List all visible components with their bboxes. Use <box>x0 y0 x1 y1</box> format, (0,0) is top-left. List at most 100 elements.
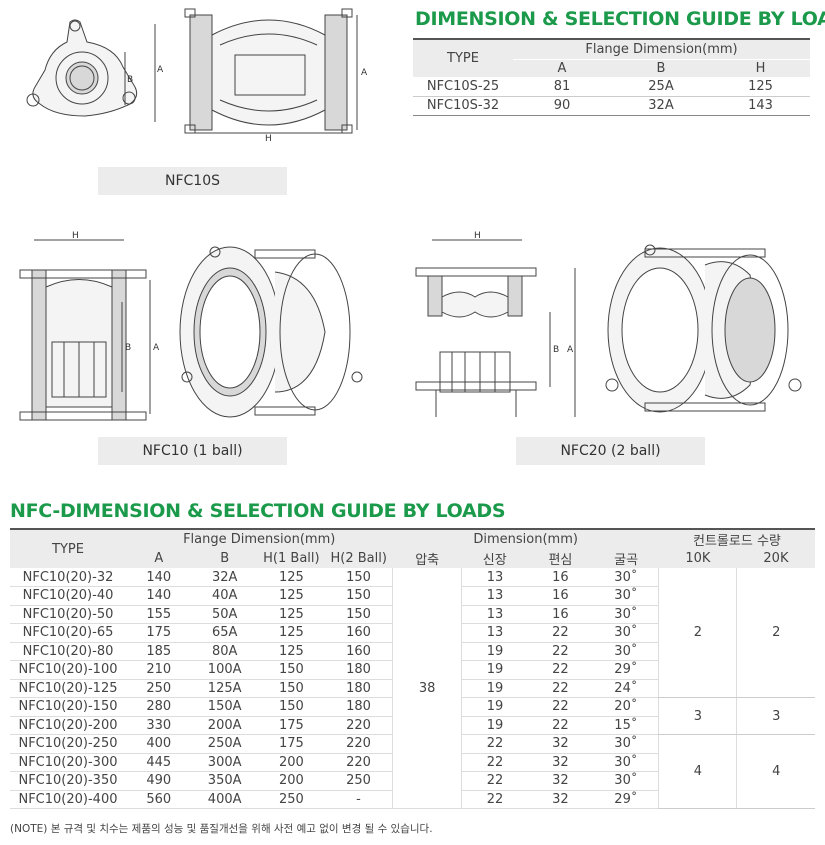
cell-extend: 19 <box>486 717 504 733</box>
cell-h1: 125 <box>278 569 304 585</box>
header-compress: 압축 <box>392 549 462 568</box>
cell-a: 400 <box>146 736 172 752</box>
cell-type: NFC10(20)-100 <box>18 662 118 678</box>
cell-h2: 150 <box>346 569 371 585</box>
cell-b: 25A <box>648 78 674 94</box>
cell-b: 400A <box>207 791 242 807</box>
cell-h2: 150 <box>346 606 371 622</box>
nfc10s-caption: NFC10S <box>98 167 287 195</box>
cell-extend: 13 <box>486 606 504 622</box>
cell-h1: 150 <box>278 699 304 715</box>
cell-type: NFC10(20)-300 <box>18 754 118 770</box>
top-header-b: B <box>611 58 711 77</box>
cell-a: 185 <box>146 643 172 659</box>
cell-extend: 13 <box>486 625 504 641</box>
cell-h1: 125 <box>278 588 304 604</box>
cell-control-k20: 2 <box>736 568 815 698</box>
cell-h2: 220 <box>346 736 371 752</box>
top-header-a: A <box>513 58 611 77</box>
header-h2: H(2 Ball) <box>325 549 393 568</box>
top-header-flange: Flange Dimension(mm) <box>513 39 810 59</box>
cell-bend: 30˚ <box>614 625 638 641</box>
nfc20-side-drawing: H B A <box>415 231 576 417</box>
table-row: NFC10S-32 90 32A 143 <box>413 96 810 115</box>
nfc20-caption: NFC20 (2 ball) <box>516 437 705 465</box>
cell-bend: 20˚ <box>614 699 638 715</box>
cell-type: NFC10(20)-50 <box>22 606 114 622</box>
top-header-h: H <box>711 58 810 77</box>
cell-extend: 22 <box>486 754 504 770</box>
cell-type: NFC10(20)-150 <box>18 699 118 715</box>
cell-b: 150A <box>207 699 242 715</box>
cell-bend: 24˚ <box>614 680 638 696</box>
svg-text:B: B <box>125 343 131 353</box>
cell-a: 445 <box>146 754 172 770</box>
header-type: TYPE <box>10 529 126 568</box>
cell-b: 350A <box>207 773 242 789</box>
cell-offset: 22 <box>552 717 569 733</box>
cell-control-k10: 4 <box>658 734 737 809</box>
cell-h1: 200 <box>278 754 304 770</box>
svg-text:B: B <box>127 75 133 85</box>
cell-a: 140 <box>146 569 172 585</box>
cell-bend: 30˚ <box>614 773 638 789</box>
cell-h2: 150 <box>346 588 371 604</box>
cell-offset: 16 <box>552 588 569 604</box>
cell-a: 175 <box>146 625 172 641</box>
cell-extend: 19 <box>486 643 504 659</box>
header-10k: 10K <box>658 549 737 568</box>
cell-h1: 125 <box>278 625 304 641</box>
cell-a: 90 <box>553 98 571 113</box>
cell-extend: 22 <box>486 773 504 789</box>
cell-type: NFC10(20)-350 <box>18 773 118 789</box>
svg-text:A: A <box>567 345 574 355</box>
bottom-section-title: NFC-DIMENSION & SELECTION GUIDE BY LOADS <box>10 500 506 522</box>
cell-control-k20: 3 <box>736 697 815 735</box>
header-b: B <box>191 549 258 568</box>
cell-a: 280 <box>146 699 172 715</box>
header-h1: H(1 Ball) <box>257 549 326 568</box>
cell-extend: 19 <box>486 699 504 715</box>
cell-h2: 160 <box>346 625 371 641</box>
header-dimension: Dimension(mm) <box>392 529 659 549</box>
nfc-dimension-table: TYPE Flange Dimension(mm) Dimension(mm) … <box>10 528 815 809</box>
nfc10s-flange-drawing: B A <box>26 19 164 122</box>
cell-type: NFC10(20)-400 <box>18 791 118 807</box>
cell-a: 250 <box>146 680 172 696</box>
cell-offset: 32 <box>552 736 569 752</box>
header-extend: 신장 <box>461 549 528 568</box>
header-a: A <box>126 549 192 568</box>
cell-type: NFC10(20)-200 <box>18 717 118 733</box>
cell-b: 65A <box>211 625 238 641</box>
cell-a: 560 <box>146 791 172 807</box>
cell-extend: 13 <box>486 588 504 604</box>
cell-offset: 32 <box>552 791 569 807</box>
cell-offset: 16 <box>552 569 569 585</box>
cell-compress: 38 <box>391 568 463 809</box>
nfc10-side-drawing: H B A <box>19 231 160 421</box>
cell-h: 143 <box>748 98 773 113</box>
cell-offset: 22 <box>552 699 569 715</box>
nfc10s-side-drawing: H A <box>184 8 368 144</box>
cell-h1: 175 <box>278 736 304 752</box>
cell-b: 80A <box>211 643 238 659</box>
cell-a: 81 <box>553 78 571 94</box>
cell-bend: 15˚ <box>614 717 638 733</box>
cell-a: 155 <box>146 606 172 622</box>
cell-b: 32A <box>648 98 674 113</box>
cell-a: 210 <box>146 662 172 678</box>
cell-extend: 22 <box>486 736 504 752</box>
header-bend: 굴곡 <box>593 549 659 568</box>
cell-h1: 125 <box>278 643 304 659</box>
cell-bend: 29˚ <box>614 791 638 807</box>
cell-h1: 125 <box>278 606 304 622</box>
cell-b: 40A <box>211 588 238 604</box>
cell-h1: 150 <box>278 680 304 696</box>
top-section-title: DIMENSION & SELECTION GUIDE BY LOADS <box>415 8 825 30</box>
svg-text:H: H <box>72 231 79 241</box>
cell-h2: 180 <box>346 680 371 696</box>
